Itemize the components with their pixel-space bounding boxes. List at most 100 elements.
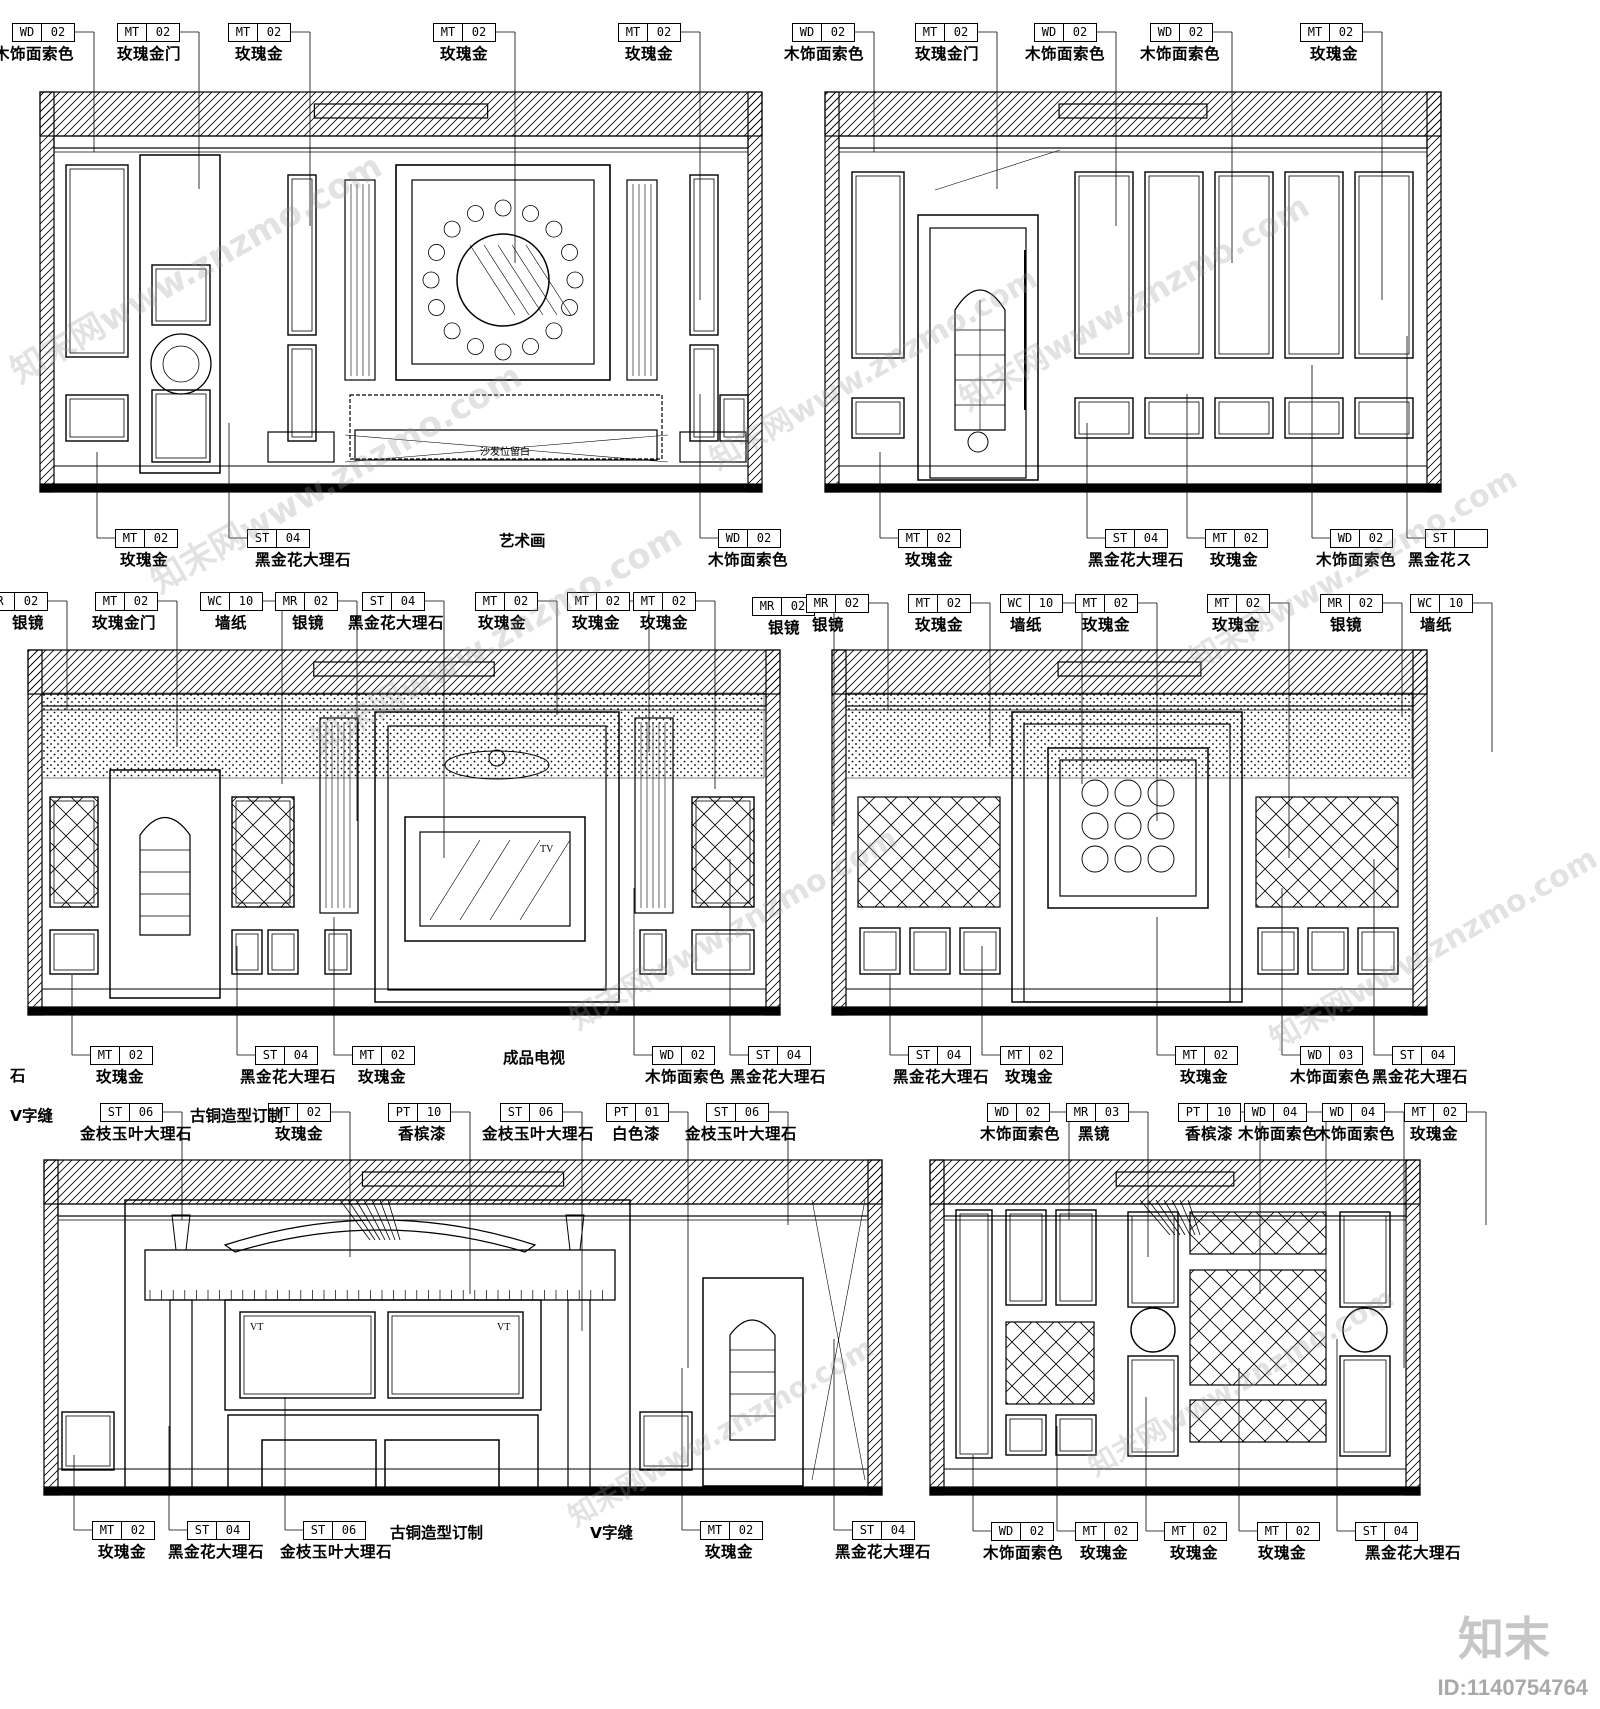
material-number: 02 — [946, 596, 962, 610]
material-number: 02 — [1072, 25, 1088, 39]
elevation-5-ceiling — [43, 1159, 883, 1205]
material-number: 10 — [1038, 596, 1054, 610]
p5-firebox-right — [384, 1439, 500, 1491]
p4-top-tag-0-label: 银镜 — [812, 616, 845, 634]
p2-bottom-tag-4-box: ST — [1425, 529, 1488, 548]
p2-top-tag-3-label: 木饰面索色 — [1140, 45, 1221, 63]
p1-top-tag-2-label: 玫瑰金 — [235, 45, 284, 63]
material-number: 02 — [155, 25, 171, 39]
p3-lower-panel-2 — [231, 929, 263, 975]
p5-door-arch-glass — [729, 1319, 776, 1441]
p1-art-ornament — [545, 322, 563, 340]
p5-bottom-tag-1-label: 黑金花大理石 — [168, 1543, 265, 1561]
p2-upper-panel-3-inner — [1288, 175, 1340, 355]
material-code: WD — [653, 1047, 682, 1064]
p2-bottom-tag-3-label: 木饰面索色 — [1316, 551, 1397, 569]
p5-free-label-0: V字缝 — [10, 1107, 53, 1125]
p5-lower-panel-left-inner — [65, 1415, 111, 1467]
p5-pilaster-right — [567, 1299, 591, 1491]
p2-upper-panel-left — [851, 171, 905, 359]
p2-upper-panel-4 — [1354, 171, 1414, 359]
material-code: ST — [749, 1047, 778, 1064]
p4-lower-left-0-inner — [863, 931, 897, 971]
p4-art-ornament — [1081, 812, 1109, 840]
p1-lower-panel-left-inner — [69, 398, 125, 438]
p1-top-tag-3-label: 玫瑰金 — [440, 45, 489, 63]
p5-chandelier-arm — [387, 1199, 401, 1241]
p5-overmantel-frame — [224, 1299, 542, 1411]
material-number: 04 — [786, 1048, 802, 1062]
p5-chandelier-arm — [339, 1199, 371, 1241]
p6-round-mirror-left — [1130, 1307, 1176, 1353]
p5-lower-panel-right — [639, 1411, 693, 1471]
material-number: 02 — [1243, 531, 1259, 545]
elevation-5-right-wall — [867, 1159, 883, 1496]
p2-top-tag-2-box: WD 02 — [1034, 23, 1097, 42]
material-code: MT — [229, 24, 258, 41]
material-number: 02 — [790, 599, 806, 613]
p5-free-label-3: V字缝 — [590, 1524, 633, 1542]
p4-lower-left-2 — [959, 927, 1001, 975]
p3-top-tag-8-box: MR 02 — [752, 597, 815, 616]
elevation-1-cornice — [53, 135, 749, 149]
material-number: 04 — [225, 1523, 241, 1537]
brand-watermark: 知末 — [1458, 1612, 1550, 1666]
p3-lower-panel-3 — [267, 929, 299, 975]
material-code: MR — [276, 593, 305, 610]
p4-bottom-tag-1-label: 玫瑰金 — [1005, 1068, 1054, 1086]
elevation-4-ceiling — [831, 649, 1428, 695]
p5-firebox-left — [261, 1439, 377, 1491]
p1-door-frame — [139, 154, 221, 474]
elevation-3-right-wall — [765, 649, 781, 1016]
material-number: 10 — [426, 1105, 442, 1119]
material-code: ST — [304, 1522, 333, 1539]
material-code: ST — [707, 1104, 736, 1121]
material-code: WD — [988, 1104, 1017, 1121]
material-code: WC — [201, 593, 230, 610]
material-number: 02 — [130, 1523, 146, 1537]
p2-door-medallion — [967, 431, 989, 453]
material-number: 04 — [1282, 1105, 1298, 1119]
material-number: 02 — [756, 531, 772, 545]
p1-art-ornament — [467, 205, 484, 222]
elevation-5-cornice — [57, 1203, 869, 1217]
material-number: 02 — [1338, 25, 1354, 39]
elevation-5-left-wall — [43, 1159, 59, 1496]
p4-art-ornament — [1114, 845, 1142, 873]
p1-art-ornament — [522, 338, 539, 355]
p1-side-panel-left — [287, 174, 317, 336]
material-code: MT — [1076, 1523, 1105, 1540]
p2-bottom-tag-4-label: 黑金花ス — [1408, 551, 1473, 569]
elevation-6-cornice — [943, 1203, 1407, 1217]
p1-mirror-reflection — [511, 244, 558, 316]
p5-pilaster-left — [169, 1299, 193, 1491]
p3-ornament-crest — [444, 750, 550, 780]
material-number: 10 — [1448, 596, 1464, 610]
p1-top-tag-0-label: 木饰面索色 — [0, 45, 75, 63]
p4-lower-left-1-inner — [913, 931, 947, 971]
material-number: 02 — [513, 594, 529, 608]
material-code: WD — [1035, 24, 1064, 41]
material-code: MR — [753, 598, 782, 615]
p5-lower-panel-right-inner — [643, 1415, 689, 1467]
p6-mirror-left — [1005, 1321, 1095, 1405]
p6-round-mirror-right — [1342, 1307, 1388, 1353]
material-number: 02 — [1358, 596, 1374, 610]
p1-bottom-tag-2-label: 木饰面索色 — [708, 551, 789, 569]
p3-top-tag-5-label: 玫瑰金 — [478, 614, 527, 632]
p1-art-mirror — [456, 233, 550, 327]
material-number — [1455, 530, 1487, 547]
